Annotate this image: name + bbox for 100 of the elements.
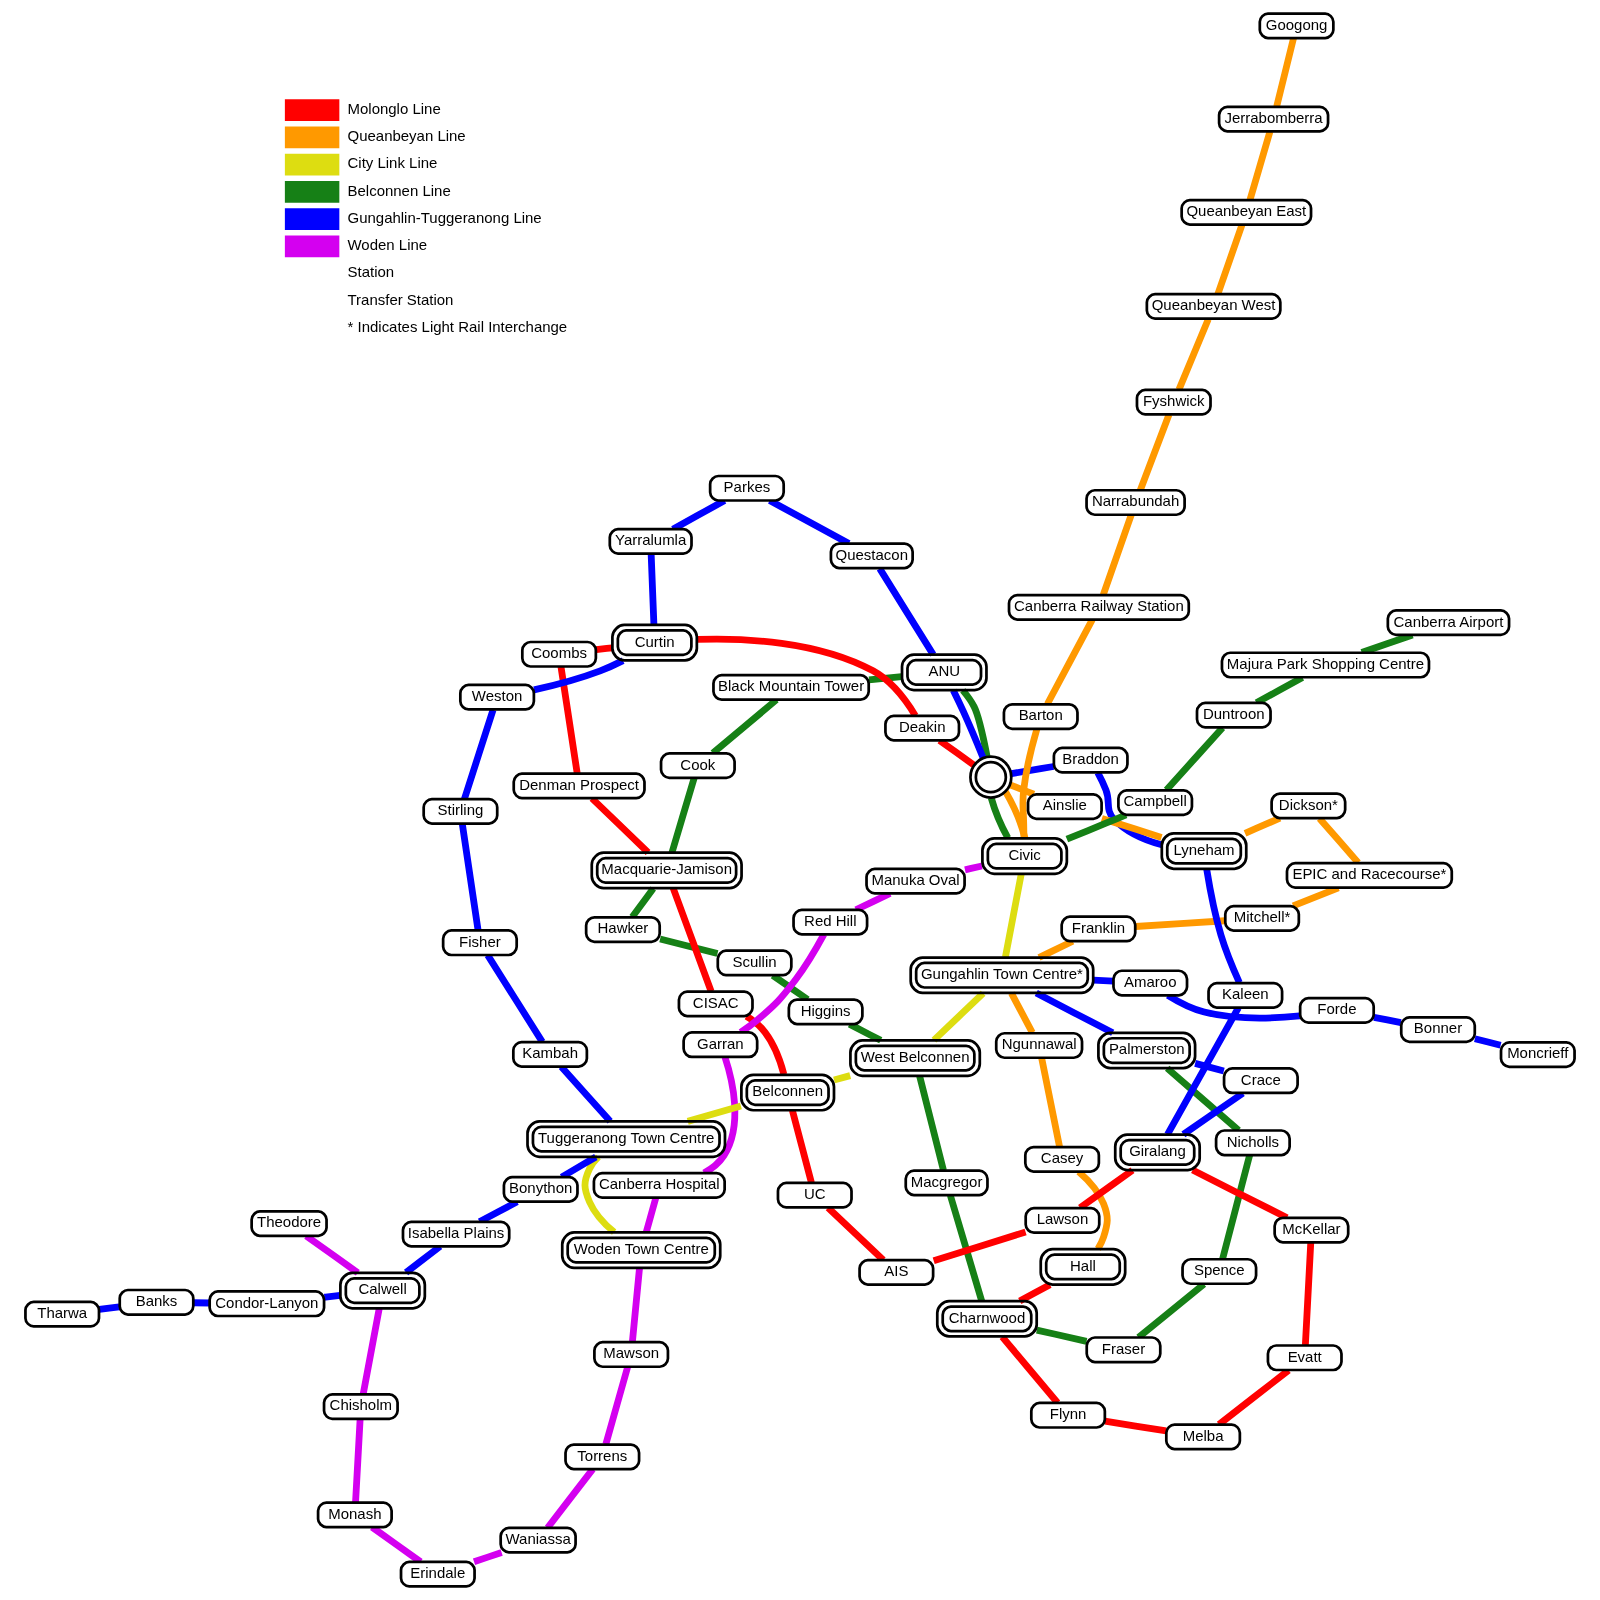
node-box: Kambah <box>511 1040 589 1068</box>
connector <box>1104 1417 1167 1435</box>
connector <box>1093 976 1114 985</box>
node-box: Nicholls <box>1214 1129 1291 1157</box>
connector <box>1243 815 1282 837</box>
node-box: Macgregor <box>904 1169 989 1197</box>
connector <box>1135 917 1226 930</box>
connector <box>950 688 987 760</box>
node-box: Red Hill <box>792 908 869 936</box>
node-box: Jerrabomberra <box>1217 105 1330 133</box>
node-box: Amaroo <box>1112 969 1189 997</box>
connector <box>533 657 625 694</box>
node-box: Barton <box>1002 702 1079 731</box>
connector <box>1010 763 1055 777</box>
node-box: Fyshwick <box>1135 388 1212 416</box>
legend-label: Woden Line <box>347 236 428 254</box>
node-box: Campbell <box>1117 789 1194 817</box>
node-box: Macquarie-Jamison <box>590 851 743 890</box>
connector <box>1194 1060 1225 1075</box>
node-box: Casey <box>1023 1145 1101 1173</box>
connector <box>987 796 1011 840</box>
connector <box>868 673 902 684</box>
node-box: Manuka Oval <box>865 867 966 895</box>
connector <box>960 688 991 758</box>
connector <box>98 1303 120 1313</box>
node-box: Woden Town Centre <box>560 1231 722 1270</box>
connector <box>789 1109 815 1184</box>
node-box: Stirling <box>422 797 499 825</box>
node-box: Fisher <box>441 929 519 957</box>
connector <box>352 1418 364 1503</box>
node-box: West Belconnen <box>849 1039 982 1078</box>
legend-label: Gungahlin-Tuggeranong Line <box>347 208 542 226</box>
node-box: Chisholm <box>322 1393 399 1421</box>
node-box: Bonner <box>1399 1015 1477 1044</box>
connector <box>1036 1326 1088 1345</box>
node-box: Isabella Plains <box>401 1220 511 1248</box>
node-box: Condor-Lanyon <box>208 1290 326 1318</box>
legend-label: Station <box>347 263 395 281</box>
connector <box>458 823 482 931</box>
node-box: Ainslie <box>1026 793 1103 821</box>
node-box: Calwell <box>339 1271 427 1310</box>
connector <box>1002 873 1025 958</box>
legend-label: Molonglo Line <box>347 100 441 117</box>
node-box: Googong <box>1258 12 1335 40</box>
connector <box>1373 1014 1402 1026</box>
node-box: Mawson <box>593 1340 670 1369</box>
legend-label: * Indicates Light Rail Interchange <box>347 317 568 335</box>
node-box: Belconnen <box>740 1073 836 1112</box>
connector <box>1044 618 1096 706</box>
node-box: Canberra Hospital <box>592 1171 726 1199</box>
connector <box>472 1549 503 1566</box>
node-box: Melba <box>1164 1423 1242 1451</box>
node-box: Coombs <box>520 640 598 668</box>
connector <box>1175 317 1212 391</box>
node-box: Weston <box>458 683 536 711</box>
node-box: Canberra Airport <box>1386 609 1511 637</box>
connector <box>1008 781 1036 798</box>
connector <box>1100 815 1163 841</box>
node-box: Spence <box>1181 1257 1258 1286</box>
node-box: Banks <box>118 1288 195 1316</box>
legend-label: Belconnen Line <box>347 181 451 199</box>
node-box: Hall <box>1039 1247 1127 1286</box>
connector <box>686 1102 742 1125</box>
connector <box>1474 1035 1502 1049</box>
node-box: Deakin <box>884 714 961 742</box>
node-box: Duntroon <box>1195 701 1272 729</box>
connector <box>947 1194 985 1302</box>
node-box: Charnwood <box>935 1299 1039 1338</box>
node-box: Monash <box>316 1501 393 1529</box>
node-box: Forde <box>1298 996 1376 1025</box>
node-box: Ngunnawal <box>994 1031 1084 1060</box>
connector <box>1002 789 1029 840</box>
node-box: Denman Prospect <box>512 772 646 800</box>
node-box: UC <box>776 1181 853 1209</box>
connector <box>1219 1154 1253 1260</box>
connector <box>557 666 581 774</box>
node-box: Kaleen <box>1207 981 1284 1009</box>
node-box: Higgins <box>787 998 864 1026</box>
node-box: Tharwa <box>24 1300 101 1328</box>
node-box: Mitchell* <box>1223 904 1301 932</box>
node-box: Moncrieff <box>1499 1040 1576 1069</box>
node-box: AIS <box>858 1258 935 1286</box>
node-box: ANU <box>900 653 988 692</box>
connector <box>1273 37 1297 108</box>
node-box: Palmerston <box>1097 1031 1197 1070</box>
node-box: Braddon <box>1052 746 1129 774</box>
connector <box>744 1013 788 1076</box>
connector <box>932 1228 1027 1264</box>
connector <box>668 777 698 854</box>
connector <box>1038 1057 1063 1148</box>
node-box: Canberra Railway Station <box>1007 593 1191 621</box>
connector <box>1034 990 1115 1036</box>
node-box: Curtin <box>611 623 699 662</box>
node-box: Theodore <box>250 1210 328 1238</box>
node-box: CISAC <box>677 990 754 1018</box>
legend-label: Transfer Station <box>347 290 454 308</box>
connector <box>1065 811 1128 843</box>
node-box: Lyneham <box>1160 832 1248 871</box>
node-box: Scullin <box>716 949 793 977</box>
node-box: Civic <box>981 837 1069 876</box>
